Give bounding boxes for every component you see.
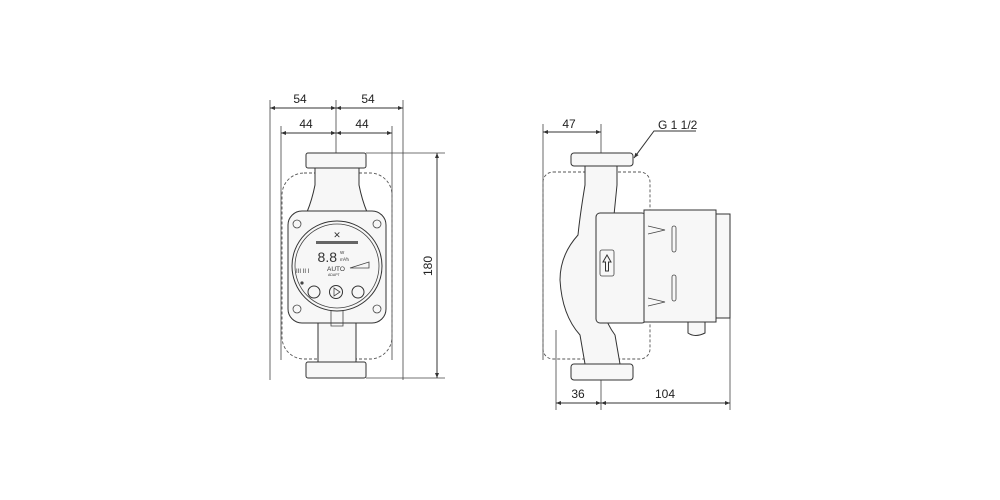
cable-entry (687, 321, 706, 336)
display-value: 8.8 (318, 249, 338, 265)
play-button[interactable] (329, 285, 343, 299)
speed-level-labels: III II I (296, 269, 310, 275)
front-upper-pipe (306, 167, 368, 213)
status-led-icon (300, 281, 304, 285)
dim-label-104: 104 (655, 387, 675, 401)
thread-label: G 1 1/2 (658, 118, 698, 132)
dim-label-left-54: 54 (293, 92, 307, 106)
dim-label-left-44: 44 (299, 117, 313, 131)
unit-toggle-button[interactable] (351, 285, 365, 299)
control-box (287, 210, 387, 324)
dim-label-47: 47 (562, 117, 576, 131)
connector-box (330, 311, 344, 327)
motor-housing (643, 209, 717, 323)
display-unit-flow: m³/h (340, 257, 349, 262)
motor-end-cap (715, 213, 731, 319)
front-lower-pipe (317, 321, 357, 363)
flow-arrow-icon (602, 253, 612, 272)
side-control-box (595, 212, 647, 324)
speed-button[interactable] (307, 285, 321, 299)
side-view: 47 G 1 1/2 36 104 (542, 117, 731, 410)
mode-auto-label: AUTO (327, 266, 345, 273)
brand-logo-icon: ✕ (333, 230, 341, 240)
dim-label-height-180: 180 (421, 256, 435, 276)
dim-label-right-54: 54 (361, 92, 375, 106)
dim-label-36: 36 (571, 387, 585, 401)
mode-adapt-label: ADAPT (328, 273, 341, 277)
side-bottom-flange (570, 363, 634, 381)
front-bottom-flange (305, 361, 367, 379)
flow-direction-plate (599, 249, 615, 277)
display-unit-power: W (340, 250, 345, 255)
pressure-wedge-icon (349, 261, 370, 269)
dim-label-right-44: 44 (355, 117, 369, 131)
control-panel-face (291, 220, 383, 312)
front-top-flange (305, 152, 367, 169)
front-view: 54 54 44 44 180 ✕ 8.8 W m³/h III II I AU… (269, 92, 445, 380)
thread-leader-line (633, 130, 696, 159)
brand-wordmark (316, 241, 358, 244)
side-top-flange (570, 152, 634, 167)
